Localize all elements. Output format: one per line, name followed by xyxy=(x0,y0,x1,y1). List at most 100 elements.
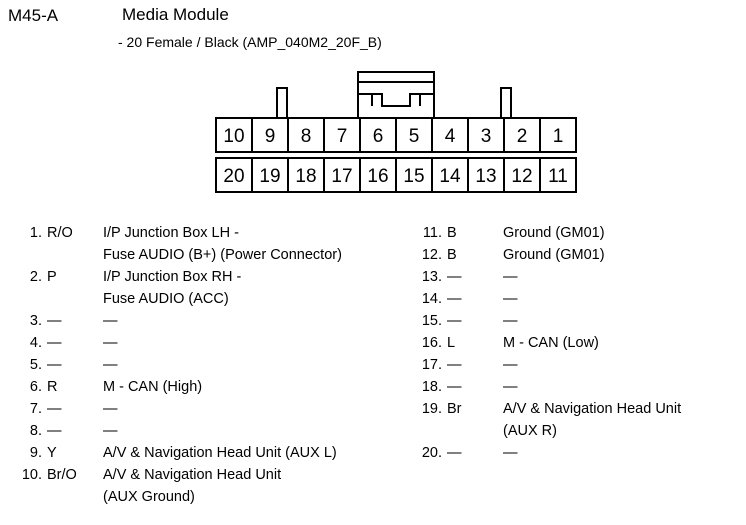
center-latch-icon xyxy=(357,71,435,119)
pin-row: 5.— — xyxy=(16,354,416,376)
pin-wire-color: Br/O xyxy=(47,467,77,483)
pin-cell-18: 18 xyxy=(295,166,316,187)
pin-cell-15: 15 xyxy=(403,166,424,187)
pin-identifier: 9. Y xyxy=(16,442,98,464)
pin-identifier: 18. — xyxy=(416,376,498,398)
pin-wire-color: B xyxy=(447,247,457,263)
pin-wire-color: — xyxy=(47,335,62,351)
pin-number: 17. xyxy=(421,357,442,373)
connector-diagram: 10 9 8 7 6 5 4 3 2 1 20 19 18 17 16 15 1… xyxy=(200,64,600,204)
pin-description: — xyxy=(503,269,518,285)
pin-wire-color: R/O xyxy=(47,225,73,241)
pin-cell-11: 11 xyxy=(548,166,568,187)
pin-description: — xyxy=(503,291,518,307)
module-subtitle: - 20 Female / Black (AMP_040M2_20F_B) xyxy=(118,34,382,50)
pin-identifier: 3. — xyxy=(16,310,98,332)
pin-assignment-list: 1. R/O I/P Junction Box LH - Fuse AUDIO (B… xyxy=(0,222,746,522)
pin-row: 20. — — xyxy=(416,442,746,464)
pin-wire-color: — xyxy=(47,313,62,329)
pin-cell-16: 16 xyxy=(367,166,388,187)
pin-description: M - CAN (High) xyxy=(103,379,203,395)
connector-svg: 10 9 8 7 6 5 4 3 2 1 20 19 18 17 16 15 1… xyxy=(215,71,577,193)
pin-wire-color: — xyxy=(447,445,462,461)
pin-identifier: 19.Br xyxy=(416,398,498,420)
pin-cell-7: 7 xyxy=(337,126,348,147)
pin-number: 8. xyxy=(29,423,42,439)
pin-cell-4: 4 xyxy=(445,126,456,147)
pin-row: 1. R/O I/P Junction Box LH - Fuse AUDIO (B… xyxy=(16,222,416,266)
pin-number: 3. xyxy=(29,313,42,329)
pin-cell-19: 19 xyxy=(259,166,280,187)
pin-cell-1: 1 xyxy=(553,126,564,147)
pin-description: — xyxy=(103,357,118,373)
pin-number: 18. xyxy=(421,379,442,395)
pin-cell-10: 10 xyxy=(223,126,244,147)
pin-identifier: 5.— xyxy=(16,354,98,376)
pin-identifier: 13. — xyxy=(416,266,498,288)
pin-wire-color: — xyxy=(447,379,462,395)
pin-number: 6. xyxy=(29,379,42,395)
pin-wire-color: — xyxy=(47,423,62,439)
pin-wire-color: B xyxy=(447,225,457,241)
pin-cell-9: 9 xyxy=(265,126,276,147)
pin-number: 1. xyxy=(29,225,42,241)
pin-cell-13: 13 xyxy=(475,166,496,187)
pin-number: 4. xyxy=(29,335,42,351)
pin-description: — xyxy=(503,445,518,461)
pin-number: 7. xyxy=(29,401,42,417)
pin-description: — xyxy=(503,357,518,373)
pin-wire-color: — xyxy=(447,313,462,329)
pin-description: A/V & Navigation Head Unit (AUX R) xyxy=(503,401,682,439)
pin-wire-color: — xyxy=(447,269,462,285)
pin-description: A/V & Navigation Head Unit (AUX Ground) xyxy=(103,467,282,505)
pin-row: 15.—— xyxy=(416,310,746,332)
pin-wire-color: Y xyxy=(47,445,57,461)
pin-number: 13. xyxy=(421,269,442,285)
pin-description: I/P Junction Box LH - Fuse AUDIO (B+) (P… xyxy=(103,225,342,263)
pin-cell-3: 3 xyxy=(481,126,492,147)
pin-number: 16. xyxy=(421,335,442,351)
pin-row: 6.R M - CAN (High) xyxy=(16,376,416,398)
pin-number: 20. xyxy=(421,445,442,461)
pin-wire-color: L xyxy=(447,335,456,351)
pin-number: 9. xyxy=(29,445,42,461)
pin-identifier: 15.— xyxy=(416,310,498,332)
left-alignment-key-icon xyxy=(276,87,288,119)
pin-wire-color: — xyxy=(47,401,62,417)
pin-cell-17: 17 xyxy=(331,166,352,187)
pin-row: 14.—— xyxy=(416,288,746,310)
pin-cell-5: 5 xyxy=(409,126,420,147)
pin-description: — xyxy=(103,423,118,439)
pin-description: Ground (GM01) xyxy=(503,247,605,263)
pin-identifier: 12.B xyxy=(416,244,498,266)
pin-description: — xyxy=(503,313,518,329)
pin-identifier: 16. L xyxy=(416,332,498,354)
pin-cell-14: 14 xyxy=(439,166,461,187)
pin-wire-color: — xyxy=(447,357,462,373)
pin-identifier: 8. — xyxy=(16,420,98,442)
pin-description: I/P Junction Box RH - Fuse AUDIO (ACC) xyxy=(103,269,242,307)
pin-description: — xyxy=(103,401,118,417)
pin-identifier: 17. — xyxy=(416,354,498,376)
header: M45-A Media Module - 20 Female / Black (… xyxy=(0,0,746,60)
pin-description: — xyxy=(103,335,118,351)
page-title: Media Module xyxy=(122,5,229,24)
pin-description: M - CAN (Low) xyxy=(503,335,599,351)
pin-identifier: 6.R xyxy=(16,376,98,398)
pin-row: 7. — — xyxy=(16,398,416,420)
pin-number: 19. xyxy=(421,401,442,417)
pin-identifier: 14.— xyxy=(416,288,498,310)
pin-identifier: 7. — xyxy=(16,398,98,420)
pin-identifier: 4. — xyxy=(16,332,98,354)
pin-identifier: 1. R/O xyxy=(16,222,98,244)
pin-identifier: 11.B xyxy=(416,222,498,244)
pin-cell-2: 2 xyxy=(517,126,528,147)
pin-cell-6: 6 xyxy=(373,126,384,147)
pin-wire-color: — xyxy=(447,291,462,307)
pin-row: 17. — — xyxy=(416,354,746,376)
